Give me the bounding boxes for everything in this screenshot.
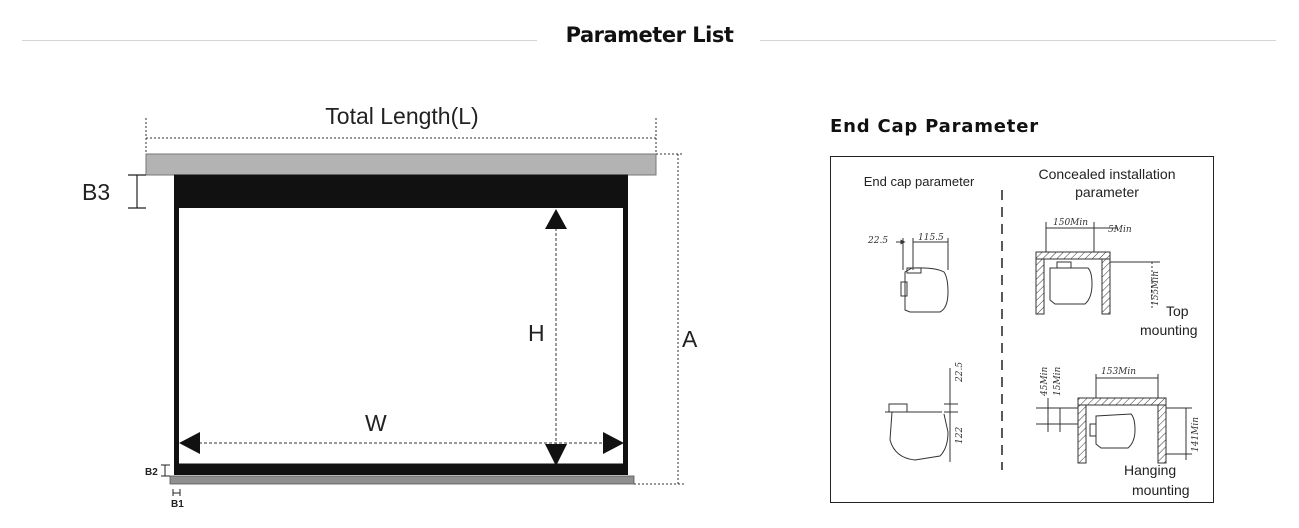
end-cap-drawing-2	[885, 368, 958, 462]
bottom-weight-bar	[169, 475, 635, 485]
dim-22-5-b: 22.5	[955, 362, 965, 383]
height-label: H	[528, 320, 545, 346]
b1-dimension	[172, 489, 181, 496]
width-label: W	[365, 410, 387, 436]
end-cap-box	[830, 156, 1214, 503]
dim-15min: 15Min	[1053, 366, 1063, 396]
b1-label: B1	[171, 499, 184, 510]
end-cap-drawing-1	[896, 238, 949, 313]
dim-153min: 153Min	[1101, 367, 1136, 377]
end-cap-panel: End cap parameter Concealed installation…	[830, 156, 1214, 503]
width-arrow-right	[603, 432, 624, 454]
screen-top-fill	[174, 175, 628, 208]
dim-115-5: 115.5	[918, 233, 944, 243]
dim-22-5-a: 22.5	[867, 236, 888, 246]
total-length-label: Total Length(L)	[325, 103, 478, 129]
title-rule-left	[22, 40, 537, 41]
height-arrow-down	[545, 444, 567, 466]
dim-45min: 45Min	[1040, 366, 1050, 397]
dim-150min: 150Min	[1053, 218, 1088, 228]
page-title: Parameter List	[565, 23, 734, 47]
hanging-mounting-line1: Hanging	[1124, 462, 1176, 478]
dim-122: 122	[955, 427, 965, 444]
dim-141min: 141Min	[1191, 417, 1201, 452]
dim-155min: 155Min	[1151, 271, 1161, 306]
hanging-mounting-drawing	[1036, 374, 1192, 464]
screen-diagram: Total Length(L) B3 B2 B1	[82, 103, 698, 510]
title-rule-right	[760, 40, 1276, 41]
b2-dimension	[161, 464, 170, 477]
width-arrow-left	[179, 432, 200, 454]
col2-title-line2: parameter	[1075, 184, 1139, 200]
b2-label: B2	[145, 467, 158, 478]
b3-dimension	[128, 174, 146, 209]
height-arrow-up	[545, 209, 567, 229]
b3-label: B3	[82, 179, 110, 205]
col1-title: End cap parameter	[864, 174, 975, 189]
hanging-mounting-line2: mounting	[1132, 482, 1190, 498]
overall-label: A	[682, 326, 698, 352]
end-cap-heading: End Cap Parameter	[830, 116, 1039, 137]
bottom-bar	[174, 467, 628, 475]
col2-title-line1: Concealed installation	[1039, 166, 1176, 182]
housing-top-bar	[145, 153, 657, 176]
top-mounting-drawing	[1035, 222, 1160, 315]
top-mounting-line1: Top	[1166, 303, 1189, 319]
top-mounting-line2: mounting	[1140, 322, 1198, 338]
dim-5min: 5Min	[1108, 225, 1132, 235]
